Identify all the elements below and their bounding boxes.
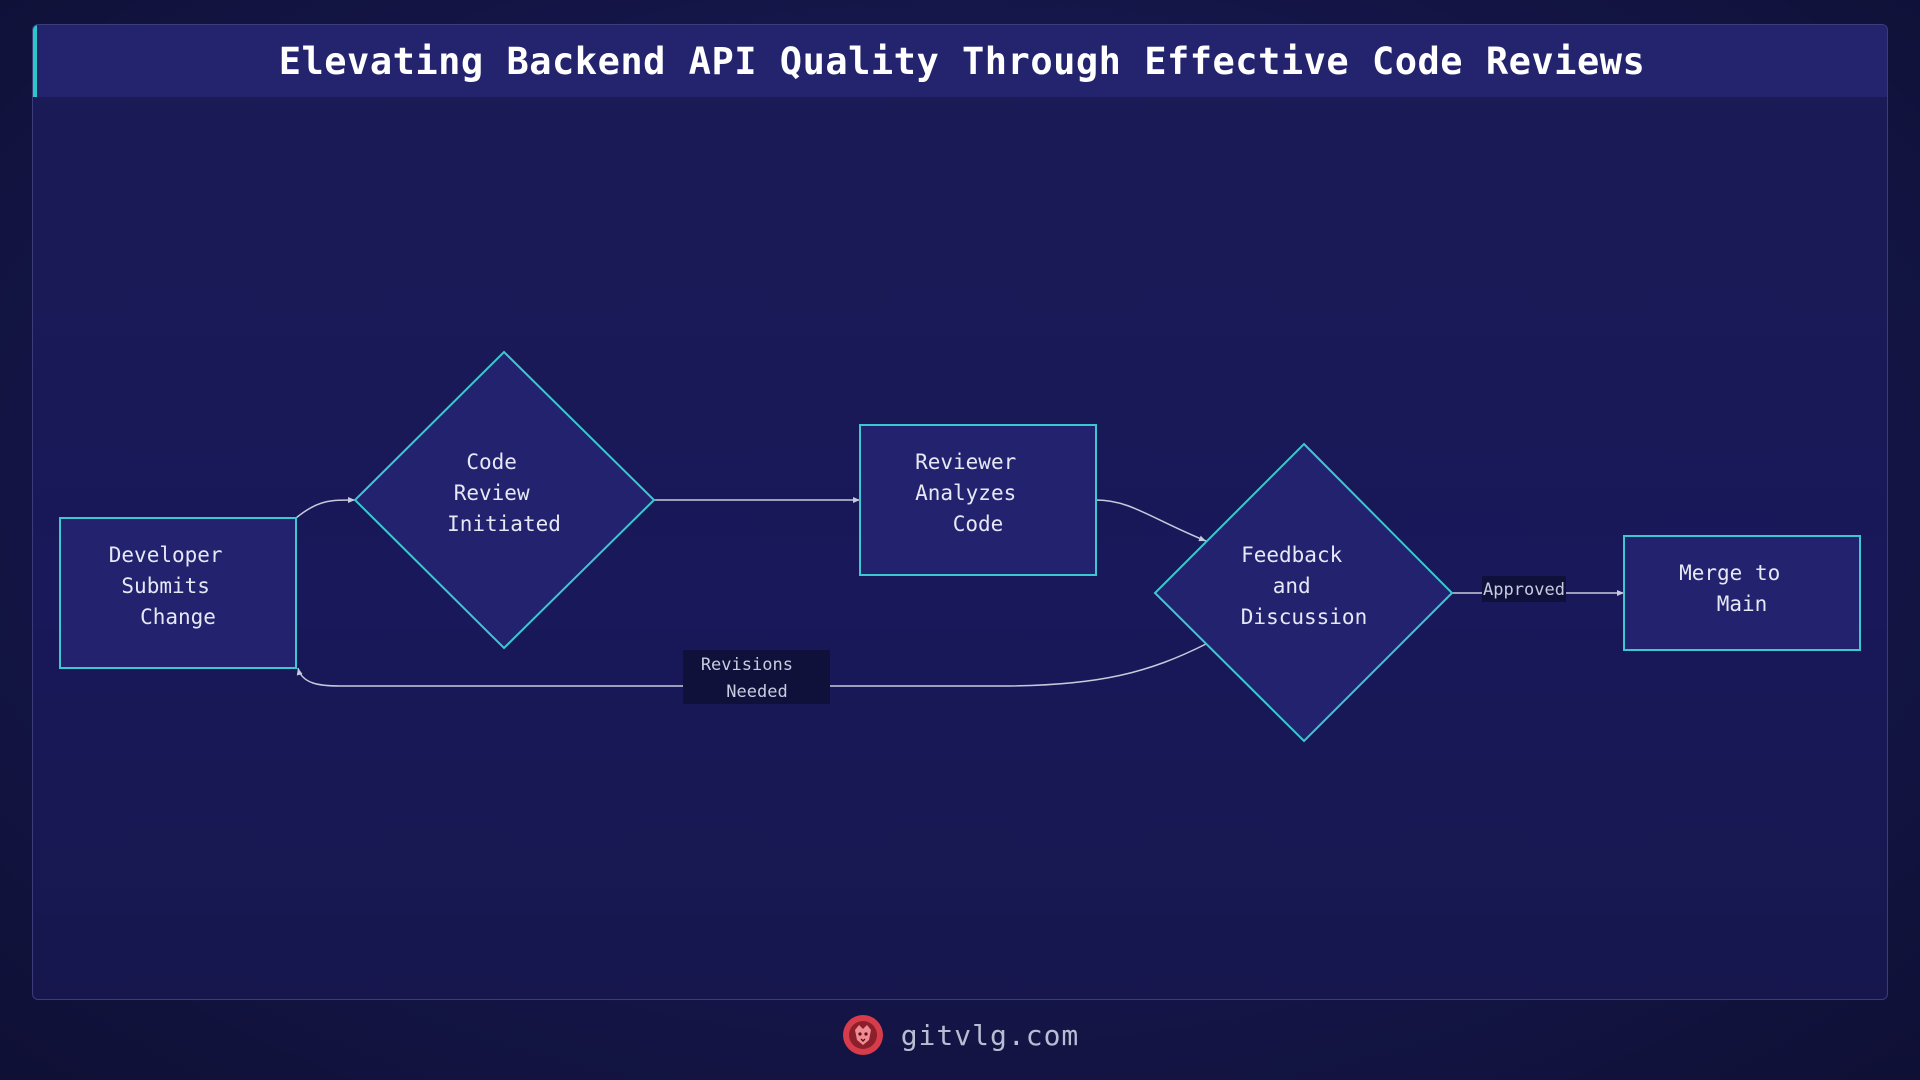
lion-head-logo-icon — [842, 1015, 883, 1055]
node-reviewer-label-line3: Code — [953, 512, 1004, 536]
diagram-frame: Elevating Backend API Quality Through Ef… — [32, 24, 1888, 1000]
node-feedback-label-line3: Discussion — [1241, 605, 1367, 629]
footer: gitvlg.com — [0, 1010, 1920, 1060]
node-developer-label-line3: Change — [140, 605, 216, 629]
edge-developer-to-review — [295, 497, 356, 519]
edge-reviewer-to-feedback — [1095, 499, 1207, 542]
svg-text:Feedback and Discu: Feedback and Discussion — [1241, 543, 1367, 629]
edge-label-approved-bg — [1482, 576, 1566, 602]
svg-text:Revisions Needed: Revisions Needed — [701, 655, 803, 702]
edge-label-revisions-line1: Revisions — [701, 655, 793, 675]
node-merge-label-line2: Main — [1717, 592, 1768, 616]
svg-text:Developer Submits: Developer Submits Change — [109, 543, 235, 629]
node-reviewer-label-line1: Reviewer — [915, 450, 1016, 474]
footer-site-link[interactable]: gitvlg.com — [900, 1018, 1080, 1052]
node-reviewer-label-line2: Analyzes — [915, 481, 1016, 505]
node-feedback-label-line2: and — [1273, 574, 1311, 598]
edge-label-approved: Approved — [1483, 580, 1565, 600]
page-title: Elevating Backend API Quality Through Ef… — [278, 39, 1646, 83]
node-review-label-line1: Code — [466, 450, 517, 474]
node-feedback-and-discussion — [1153, 442, 1454, 743]
node-merge-to-main — [1623, 535, 1861, 651]
node-reviewer-analyzes-code — [859, 424, 1097, 576]
svg-text:Reviewer Analyzes: Reviewer Analyzes Code — [915, 450, 1029, 536]
node-developer-label-line1: Developer — [109, 543, 223, 567]
node-review-label-line2: Review — [454, 481, 530, 505]
node-review-label-line3: Initiated — [447, 512, 561, 536]
svg-text:Code Review Initia: Code Review Initiated — [447, 450, 561, 536]
node-developer-label-line2: Submits — [121, 574, 210, 598]
node-code-review-initiated — [353, 350, 656, 650]
node-developer-submits-change — [59, 517, 297, 669]
node-merge-label-line1: Merge to — [1679, 561, 1780, 585]
svg-text:Merge to Main: Merge to Main — [1679, 561, 1793, 616]
edge-label-revisions-line2: Needed — [726, 682, 787, 702]
title-bar: Elevating Backend API Quality Through Ef… — [33, 25, 1887, 97]
edge-label-revisions-bg — [683, 650, 830, 704]
edge-feedback-to-developer — [296, 643, 1207, 687]
node-feedback-label-line1: Feedback — [1241, 543, 1343, 567]
